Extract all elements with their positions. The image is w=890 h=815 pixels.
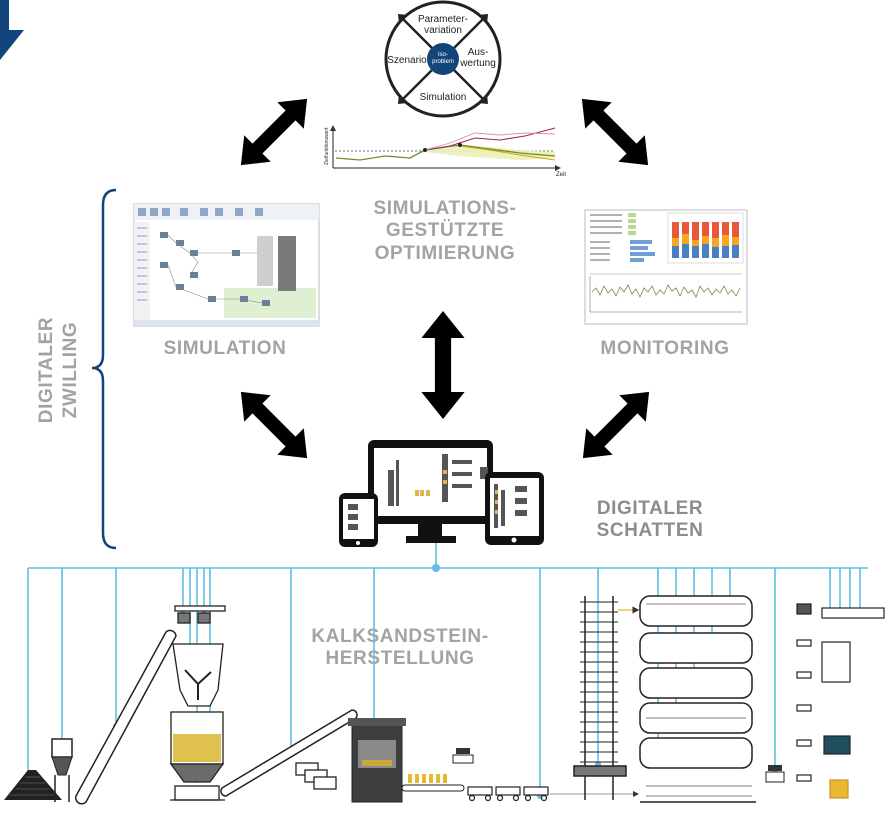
svg-text:Aus-wertung: Aus-wertung — [459, 47, 496, 69]
simulation-software-screenshot — [133, 203, 320, 327]
arrow-monitoring-to-optimization — [568, 85, 662, 179]
digital-twin-line1: DIGITALER — [38, 317, 57, 423]
transfer-conveyor — [401, 784, 465, 792]
cycle-left-label: Szenario — [387, 55, 427, 66]
hardening-carts — [467, 786, 549, 802]
connection-arrows — [0, 0, 24, 60]
stacking-gripper — [452, 748, 474, 764]
optimization-label: SIMULATIONS- GESTÜTZTE OPTIMIERUNG — [373, 198, 517, 264]
inclined-conveyor-1 — [74, 629, 177, 805]
cycle-center-node — [427, 43, 459, 75]
arrow-optimization-to-shadow — [421, 311, 465, 419]
digital-shadow-devices — [339, 440, 544, 547]
twin-brace — [91, 188, 117, 550]
raw-material-pile — [4, 770, 62, 800]
monitoring-dashboard-screenshot — [584, 209, 748, 325]
autoclaves — [639, 595, 756, 803]
small-silo — [51, 738, 73, 802]
digital-shadow-label: DIGITALER SCHATTEN — [596, 498, 704, 542]
mixer-column — [169, 605, 226, 801]
objective-trend-chart: Zeit Zielfunktionswert — [324, 125, 566, 178]
arrow-simulation-to-optimization — [227, 85, 321, 179]
svg-text:Iso-problem: Iso-problem — [432, 52, 454, 65]
unloading-gripper — [765, 765, 785, 783]
production-label: KALKSANDSTEIN- HERSTELLUNG — [311, 626, 489, 670]
digital-twin-line2: ZWILLING — [60, 322, 81, 419]
packaging-area — [796, 603, 885, 799]
monitoring-label: MONITORING — [600, 338, 730, 359]
trend-ylabel: Zielfunktionswert — [324, 127, 330, 165]
optimization-cycle: Iso-problem Parameter-variation Aus-wert… — [384, 0, 502, 118]
material-wagons — [295, 762, 337, 790]
svg-text:Parameter-variation: Parameter-variation — [418, 14, 468, 36]
simulation-label: SIMULATION — [163, 338, 287, 359]
cycle-bottom-label: Simulation — [420, 92, 467, 103]
trend-xlabel: Zeit — [556, 172, 566, 178]
digital-twin-label: DIGITALER ZWILLING — [38, 317, 81, 423]
brick-press — [348, 718, 406, 803]
production-line — [4, 595, 885, 805]
transfer-tower — [573, 596, 627, 800]
arrow-simulation-to-shadow — [227, 378, 321, 472]
arrow-monitoring-to-shadow — [569, 378, 663, 472]
